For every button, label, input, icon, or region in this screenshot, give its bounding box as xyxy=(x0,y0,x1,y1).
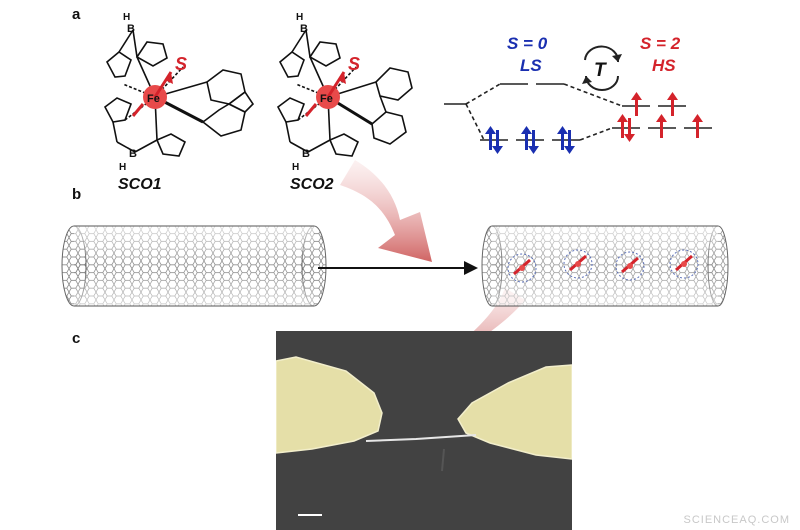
sco2-hydrogen-bottom: H xyxy=(292,162,299,172)
sco2-spin-label: S xyxy=(348,54,360,74)
sco1-spin-label: S xyxy=(175,54,187,74)
temperature-cycle-icon: T xyxy=(582,45,622,91)
sco1-boron-top: B xyxy=(127,23,135,35)
panel-label-c: c xyxy=(72,330,81,347)
ls-spin-state: S = 0 xyxy=(507,34,548,53)
sco1-boron-bottom: B xyxy=(129,148,137,160)
hs-electron-arrows xyxy=(617,92,703,142)
left-electrode xyxy=(276,356,383,454)
panel-label-b: b xyxy=(72,186,82,203)
ls-electron-arrows xyxy=(485,126,575,154)
sco2-hydrogen-top: H xyxy=(296,12,303,23)
right-electrode xyxy=(457,364,572,460)
watermark: SCIENCEAQ.COM xyxy=(683,514,790,526)
temperature-label: T xyxy=(594,60,607,81)
sco2-fe-label: Fe xyxy=(320,93,333,105)
sco1-hydrogen-top: H xyxy=(123,12,130,23)
nanotube-channel xyxy=(365,434,477,442)
sco2-boron-bottom: B xyxy=(302,148,310,160)
empty-nanotube xyxy=(61,225,327,307)
hs-spin-state: S = 2 xyxy=(640,34,681,53)
energy-level-diagram: T xyxy=(444,45,712,154)
sco2-boron-top: B xyxy=(300,23,308,35)
sco1-name: SCO1 xyxy=(118,176,162,193)
encapsulated-molecules xyxy=(507,249,699,283)
arrow-molecules-to-tube xyxy=(340,160,432,262)
hs-label: HS xyxy=(652,56,676,75)
sco1-structure: Fe S B H B H xyxy=(103,12,255,172)
sco2-structure: Fe S B H B H xyxy=(276,12,413,172)
ls-label: LS xyxy=(520,56,542,75)
panel-label-a: a xyxy=(72,6,81,23)
filled-nanotube xyxy=(481,225,729,307)
sco1-fe-label: Fe xyxy=(147,93,160,105)
sem-device-image xyxy=(276,331,572,530)
sco1-hydrogen-bottom: H xyxy=(119,162,126,172)
sco2-name: SCO2 xyxy=(290,176,334,193)
